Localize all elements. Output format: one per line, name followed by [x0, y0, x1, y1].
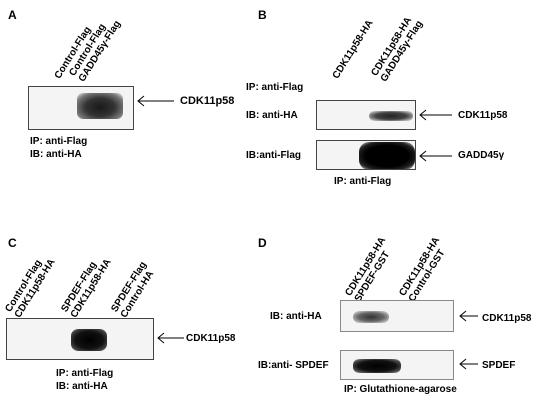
panel-a-footer-ip: IP: anti-Flag [30, 136, 88, 147]
panel-d-row2-band-label: SPDEF [482, 360, 516, 371]
panel-b-row1-band-label: CDK11p58 [458, 110, 508, 121]
panel-c-blot [6, 318, 154, 360]
panel-b-row2-blot [316, 140, 416, 170]
panel-a-band [77, 93, 123, 119]
panel-c-band [71, 329, 107, 351]
panel-d-row1-arrow-icon [459, 310, 478, 322]
panel-c-band-label: CDK11p58 [186, 333, 236, 344]
panel-c-lane-1-label: Control-Flag CDK11p58-HA [3, 251, 57, 320]
panel-b-ip-top: IP: anti-Flag [246, 82, 304, 93]
panel-d-row1-ib: IB: anti-HA [270, 311, 322, 322]
panel-d-row1-band [353, 311, 389, 323]
panel-a-blot [28, 86, 134, 130]
panel-a-band-label: CDK11p58 [180, 95, 235, 107]
panel-b-letter: B [258, 8, 267, 22]
panel-c-letter: C [8, 236, 17, 250]
panel-d-footer: IP: Glutathione-agarose [344, 384, 457, 395]
panel-a-arrow-icon [137, 95, 174, 107]
panel-c-arrow-icon [157, 332, 184, 344]
panel-b-footer: IP: anti-Flag [334, 176, 392, 187]
panel-b-row2-ib: IB:anti-Flag [246, 150, 301, 161]
panel-b-lane-2-label: CDK11p58-HA GADD45γ-Flag [369, 13, 425, 84]
panel-a-letter: A [8, 8, 17, 22]
panel-d-row1-blot [340, 300, 454, 332]
panel-d-row2-arrow-icon [459, 358, 478, 370]
panel-d-lane-1-label: CDK11p58-HA SPDEF-GST [343, 235, 397, 304]
panel-d-lane-2-label: CDK11p58-HA Control-GST [397, 235, 451, 304]
panel-b-row1-arrow-icon [419, 109, 452, 121]
panel-d-letter: D [258, 236, 267, 250]
panel-b-row2-arrow-icon [419, 150, 452, 162]
panel-b-row2-band-label: GADD45γ [458, 150, 505, 161]
panel-d-row2-band [353, 359, 401, 373]
panel-d-row2-ib: IB:anti- SPDEF [258, 360, 329, 371]
panel-c-footer-ip: IP: anti-Flag [56, 368, 114, 379]
panel-d-row2-blot [340, 350, 454, 380]
panel-b-row2-band [359, 142, 415, 169]
panel-b-row1-blot [316, 100, 416, 130]
panel-b-row1-ib: IB: anti-HA [246, 110, 298, 121]
panel-c-lane-2-label: SPDEF-Flag CDK11p58-HA [59, 251, 113, 320]
panel-c-footer-ib: IB: anti-HA [56, 381, 108, 392]
panel-a-footer-ib: IB: anti-HA [30, 149, 82, 160]
panel-b-row1-band [369, 111, 413, 121]
panel-c-lane-3-label: SPDEF-Flag Control-HA [109, 260, 158, 320]
panel-d-row1-band-label: CDK11p58 [482, 313, 532, 324]
